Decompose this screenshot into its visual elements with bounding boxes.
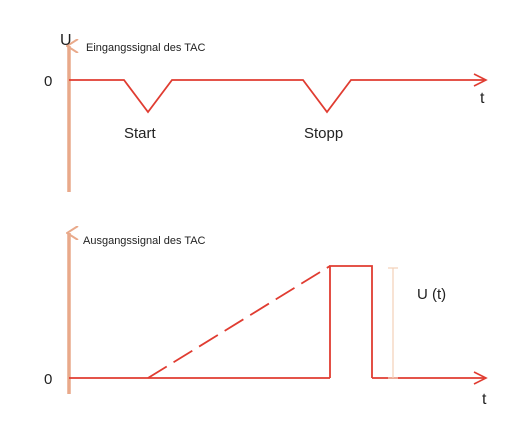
top-zero-label: 0 — [44, 73, 52, 90]
output-signal-title: Ausgangssignal des TAC — [83, 235, 206, 247]
top-y-axis-label: U — [60, 32, 72, 49]
bottom-x-axis-label: t — [482, 391, 487, 408]
bottom-zero-label: 0 — [44, 371, 52, 388]
amplitude-label: U (t) — [417, 286, 446, 303]
top-panel: U Eingangssignal des TAC 0 t Start Stopp — [44, 32, 488, 192]
input-signal-line — [69, 79, 484, 114]
output-pulse — [329, 265, 373, 378]
bottom-x-axis-arrow — [473, 371, 488, 385]
top-x-axis-label: t — [480, 90, 485, 107]
bottom-panel: Ausgangssignal des TAC 0 t U (t) — [44, 233, 488, 408]
top-x-axis-arrow — [473, 73, 488, 87]
input-signal-title: Eingangssignal des TAC — [86, 42, 205, 54]
stop-pulse-label: Stopp — [304, 125, 343, 142]
output-ramp-dashed — [147, 265, 331, 379]
start-pulse-label: Start — [124, 125, 157, 142]
